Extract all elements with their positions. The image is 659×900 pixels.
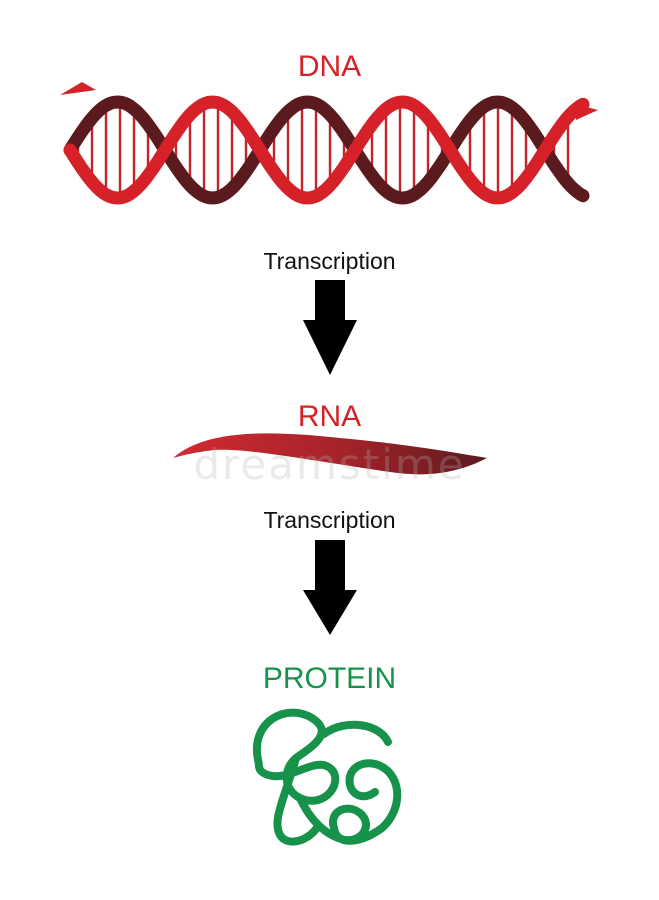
down-arrow-icon bbox=[303, 540, 357, 635]
rna-strand-icon bbox=[173, 433, 487, 475]
rna-label: RNA bbox=[297, 400, 362, 433]
transcription-label: Transcription bbox=[263, 248, 396, 274]
dna-label: DNA bbox=[297, 50, 362, 83]
down-arrow-icon bbox=[303, 280, 357, 375]
double-helix-icon bbox=[60, 82, 598, 205]
folded-protein-icon bbox=[252, 708, 402, 846]
protein-label: PROTEIN bbox=[262, 662, 397, 695]
transcription-label-2: Transcription bbox=[263, 507, 396, 533]
